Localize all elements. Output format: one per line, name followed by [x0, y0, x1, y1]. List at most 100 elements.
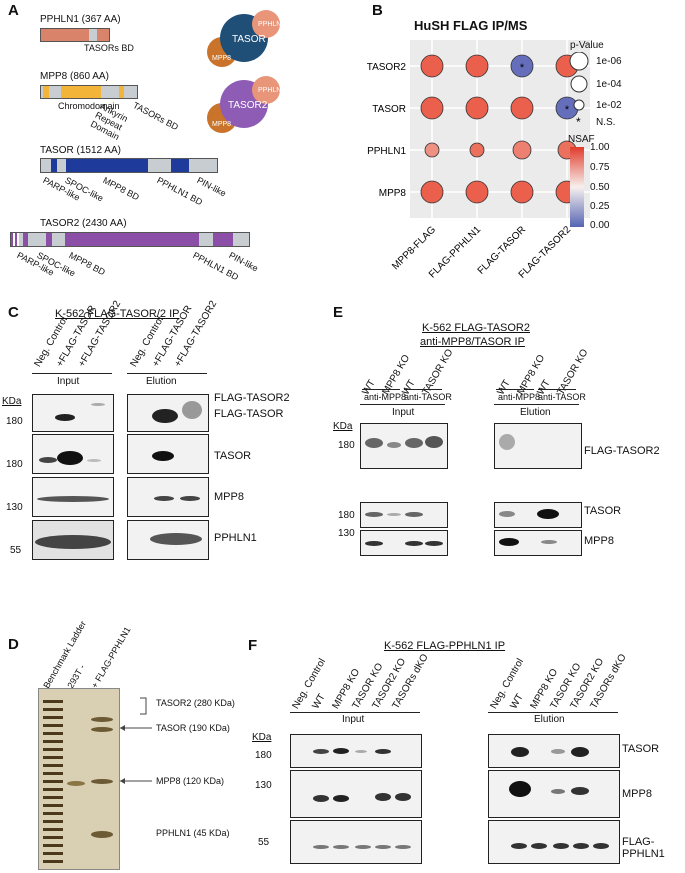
nsaf-tick-000: 0.00 — [590, 220, 610, 231]
pphln1-domain-bar — [40, 28, 110, 42]
pvalue-legend-1e-06: 1e-06 — [596, 56, 622, 67]
e-underline-2 — [404, 389, 442, 390]
d-arrows — [120, 697, 152, 784]
e-band — [365, 438, 383, 448]
e-label-tasor: TASOR — [584, 505, 622, 517]
mpp8-seg-ank — [119, 86, 124, 98]
e-band-10 — [425, 541, 443, 546]
c-elution-blot-flag — [127, 394, 209, 432]
e-band-8 — [365, 541, 383, 546]
dotplot-point — [465, 96, 489, 120]
e-elution-blot-flag-tasor2 — [494, 423, 582, 469]
e-band-14 — [499, 538, 519, 546]
c-band-2 — [91, 403, 105, 406]
d-lane-293t: 293T - — [65, 662, 87, 690]
tasor2-title: TASOR2 (2430 AA) — [40, 218, 127, 229]
f-input-blot-mpp8 — [290, 770, 422, 818]
d-band-3 — [67, 781, 85, 786]
f-band-18 — [551, 789, 565, 794]
c-band-11 — [154, 496, 174, 501]
c-band-4 — [57, 451, 83, 465]
c-band-10 — [152, 451, 174, 461]
dotplot-point — [420, 54, 444, 78]
dotplot-point — [465, 54, 489, 78]
e-input-blot-flag-tasor2 — [360, 423, 448, 469]
c-elution-label: Elution — [146, 376, 177, 387]
dotplot-point — [510, 96, 534, 120]
c-label-mpp8: MPP8 — [214, 491, 244, 503]
complex1-tasor-text: TASOR — [232, 34, 266, 45]
c-band-5 — [87, 459, 101, 462]
pvalue-legend-symbols: * — [569, 52, 589, 127]
panel-label-f: F — [248, 637, 258, 654]
f-band-8 — [395, 793, 411, 801]
e-label-flag-tasor2: FLAG-TASOR2 — [584, 445, 660, 457]
dotplot-point — [420, 180, 444, 204]
dotplot-point — [424, 142, 440, 158]
e-band-13 — [537, 509, 559, 519]
panel-f-title: K-562 FLAG-PPHLN1 IP — [384, 640, 506, 652]
f-band-24 — [593, 843, 609, 849]
hush-complex-tasor-illustration: TASOR PPHLN MPP8 — [207, 10, 281, 67]
f-band-16 — [571, 747, 589, 757]
tasor2-seg-3 — [65, 233, 199, 246]
mpp8-seg-chromo — [61, 86, 101, 98]
dotplot-point — [469, 142, 485, 158]
nsaf-legend-title: NSAF — [568, 134, 595, 145]
mpp8-title: MPP8 (860 AA) — [40, 71, 109, 82]
tasor2-seg-dashed — [11, 233, 19, 246]
tasor-label-pin: PIN-like — [195, 175, 228, 199]
c-marker-130: 130 — [6, 502, 23, 513]
c-kda-label: KDa — [2, 396, 22, 407]
d-lane-ladder: Benchmark Ladder — [41, 619, 89, 690]
f-input-blot-tasor — [290, 734, 422, 768]
f-band-2 — [333, 748, 349, 754]
e-band-9 — [405, 541, 423, 546]
c-input-blot-flag — [32, 394, 114, 432]
e-input-label: Input — [392, 407, 415, 418]
d-lane-flag-pphln1: + FLAG-PPHLN1 — [89, 625, 133, 690]
pvalue-legend-1e-02: 1e-02 — [596, 100, 622, 111]
c-elution-blot-mpp8 — [127, 477, 209, 517]
c-marker-55: 55 — [10, 545, 22, 556]
f-band-5 — [313, 795, 329, 802]
f-band-12 — [375, 845, 391, 849]
e-label-mpp8: MPP8 — [584, 535, 614, 547]
e-kda-label: KDa — [333, 421, 353, 432]
dotplot-point — [512, 140, 532, 160]
panel-e-title-2: anti-MPP8/TASOR IP — [420, 336, 525, 348]
pvalue-legend-circle-1e-02 — [573, 99, 585, 111]
c-input-blot-pphln1 — [32, 520, 114, 560]
d-label-mpp8: MPP8 (120 KDa) — [156, 776, 225, 786]
complex1-pphln-text: PPHLN — [258, 21, 281, 28]
hush-complex-tasor2-illustration: TASOR2 PPHLN MPP8 — [207, 76, 281, 133]
e-band-4 — [425, 436, 443, 448]
f-band-13 — [395, 845, 411, 849]
f-label-mpp8: MPP8 — [622, 788, 652, 800]
nsaf-colorbar — [570, 147, 584, 227]
e-elution-blot-tasor — [494, 502, 582, 528]
mpp8-seg-a — [43, 86, 49, 98]
mpp8-label-chromo: Chromodomain — [58, 101, 120, 111]
dotplot-point — [420, 96, 444, 120]
d-silver-stain-gel — [38, 688, 120, 870]
e-elution-blot-mpp8 — [494, 530, 582, 556]
f-band-11 — [355, 845, 371, 849]
e-elution-underline — [494, 404, 579, 405]
panel-label-b: B — [372, 2, 383, 19]
e-elution-label: Elution — [520, 407, 551, 418]
f-band-20 — [511, 843, 527, 849]
c-band-13 — [150, 533, 202, 545]
e-group-anti-mpp8-1: anti-MPP8 — [364, 392, 407, 402]
dotplot-ytick-label: PPHLN1 — [367, 146, 406, 157]
nsaf-tick-075: 0.75 — [590, 162, 610, 173]
e-underline-3 — [496, 389, 534, 390]
dotplot-ns-marker: * — [520, 62, 525, 74]
e-band-7 — [405, 512, 423, 517]
c-band-12 — [180, 496, 200, 501]
f-band-17 — [509, 781, 531, 797]
c-elution-blot-tasor — [127, 434, 209, 474]
tasor2-domain-bar — [10, 232, 250, 247]
panel-e-title-1: K-562 FLAG-TASOR2 — [422, 322, 530, 334]
f-band-21 — [531, 843, 547, 849]
